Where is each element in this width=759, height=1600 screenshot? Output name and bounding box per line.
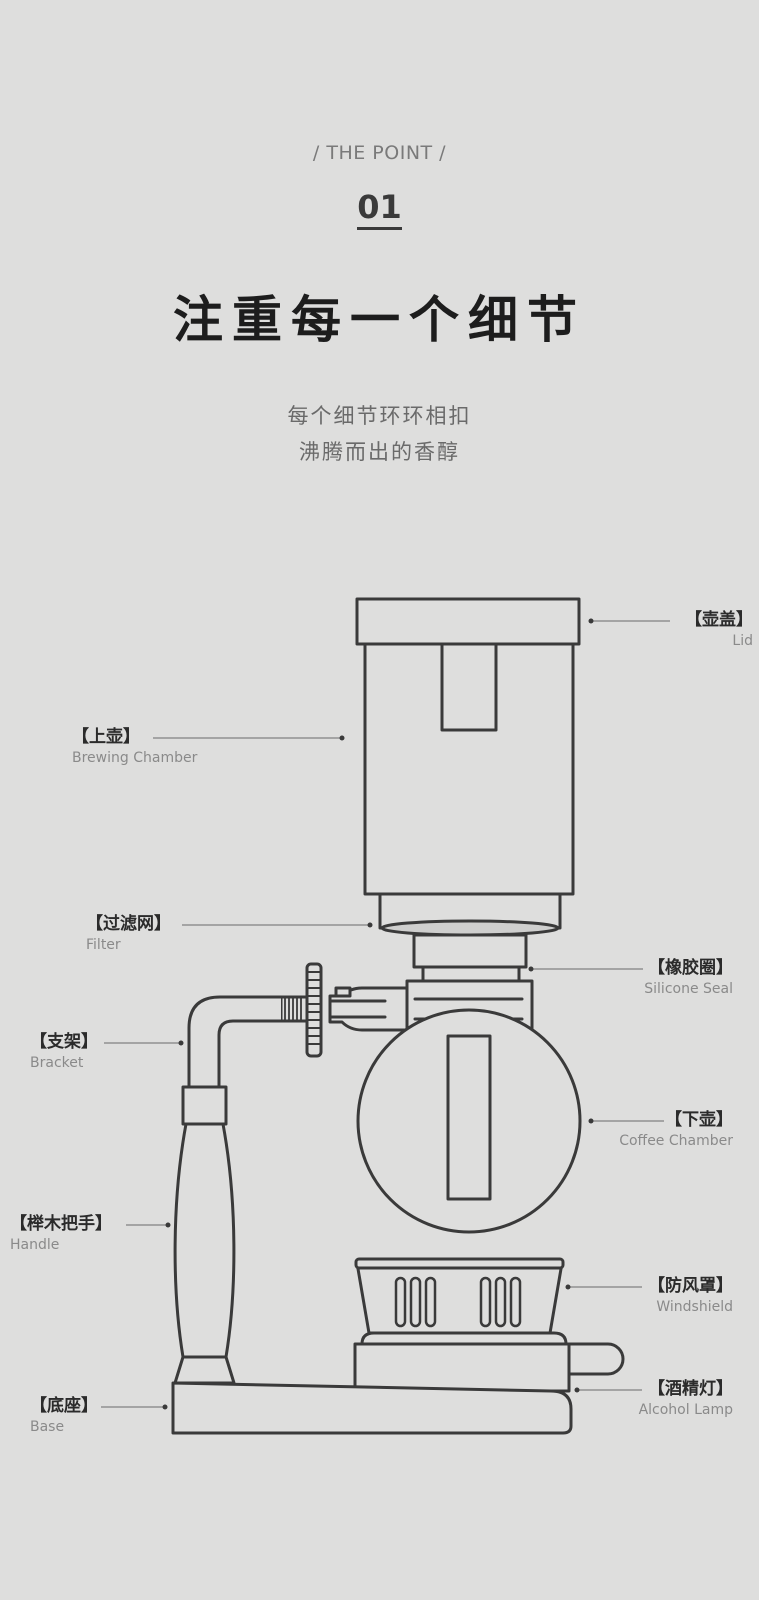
label-filter: 【过滤网】 Filter xyxy=(86,914,171,953)
label-lid-zh: 【壶盖】 xyxy=(685,610,753,630)
label-silicone-seal-en: Silicone Seal xyxy=(644,981,733,997)
label-coffee-chamber-en: Coffee Chamber xyxy=(619,1133,733,1149)
label-brewing-chamber: 【上壶】 Brewing Chamber xyxy=(72,727,198,766)
label-base: 【底座】 Base xyxy=(30,1396,98,1435)
handle-collar xyxy=(181,1085,228,1126)
label-windshield-zh: 【防风罩】 xyxy=(648,1276,733,1296)
label-lid-en: Lid xyxy=(732,633,753,649)
label-handle: 【榉木把手】 Handle xyxy=(10,1214,112,1253)
handle-shape xyxy=(173,1122,236,1359)
page-title: 注重每一个细节 xyxy=(173,291,586,349)
label-coffee-chamber-zh: 【下壶】 xyxy=(665,1110,733,1130)
label-brewing-chamber-zh: 【上壶】 xyxy=(72,727,140,747)
section-number: 01 xyxy=(0,188,759,230)
section-number-text: 01 xyxy=(357,190,402,230)
subtitle-line-1: 每个细节环环相扣 xyxy=(287,404,472,428)
label-bracket: 【支架】 Bracket xyxy=(30,1032,98,1071)
lamp-handle xyxy=(566,1342,625,1376)
label-silicone-seal: 【橡胶圈】 Silicone Seal xyxy=(644,958,733,997)
windshield-rim xyxy=(354,1257,565,1270)
thumb-screw xyxy=(305,962,323,1058)
label-silicone-seal-zh: 【橡胶圈】 xyxy=(648,958,733,978)
stand-pole xyxy=(187,995,283,1089)
label-alcohol-lamp-en: Alcohol Lamp xyxy=(638,1402,733,1418)
label-bracket-en: Bracket xyxy=(30,1055,84,1071)
filter-neck xyxy=(412,933,528,969)
label-lid: 【壶盖】 Lid xyxy=(685,610,753,649)
brewing-chamber-tube xyxy=(440,642,498,732)
lid-shape xyxy=(355,597,581,646)
label-handle-zh: 【榉木把手】 xyxy=(10,1214,112,1234)
base-shape xyxy=(171,1381,573,1435)
label-windshield-en: Windshield xyxy=(656,1299,733,1315)
label-base-zh: 【底座】 xyxy=(30,1396,98,1416)
label-alcohol-lamp: 【酒精灯】 Alcohol Lamp xyxy=(638,1379,733,1418)
label-brewing-chamber-en: Brewing Chamber xyxy=(72,750,198,766)
handle-base-flare xyxy=(173,1355,236,1385)
windshield-vents xyxy=(394,1276,522,1328)
lamp-body xyxy=(353,1342,571,1393)
windshield-shape xyxy=(355,1261,564,1335)
label-bracket-zh: 【支架】 xyxy=(30,1032,98,1052)
section-kicker: / THE POINT / xyxy=(312,142,447,164)
bracket-arm-shape xyxy=(328,986,409,1032)
label-handle-en: Handle xyxy=(10,1237,60,1253)
label-filter-zh: 【过滤网】 xyxy=(86,914,171,934)
label-filter-en: Filter xyxy=(86,937,121,953)
silicone-seal-shape xyxy=(421,965,521,983)
label-coffee-chamber: 【下壶】 Coffee Chamber xyxy=(619,1110,733,1149)
label-alcohol-lamp-zh: 【酒精灯】 xyxy=(648,1379,733,1399)
label-base-en: Base xyxy=(30,1419,65,1435)
label-windshield: 【防风罩】 Windshield xyxy=(648,1276,733,1315)
filter-disc xyxy=(380,919,560,937)
subtitle-line-2: 沸腾而出的香醇 xyxy=(299,440,460,464)
lamp-top xyxy=(360,1331,568,1346)
coffee-chamber-tube xyxy=(446,1034,492,1201)
